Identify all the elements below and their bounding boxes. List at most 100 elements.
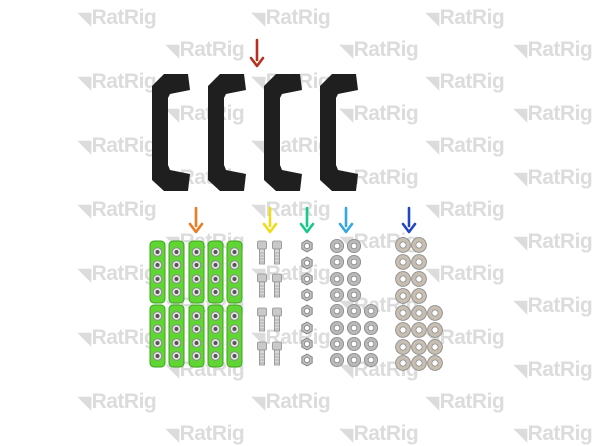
- watermark-mark-icon: ◥: [426, 137, 439, 156]
- watermark-logo: ◥RatRig: [166, 422, 245, 446]
- down-arrow-icon: [249, 38, 265, 68]
- watermark-logo: ◥RatRig: [426, 262, 505, 286]
- green-plate-icon: [149, 304, 166, 368]
- washer-icon: [363, 336, 379, 352]
- watermark-text: RatRig: [91, 390, 157, 413]
- watermark-text: RatRig: [527, 102, 592, 125]
- watermark-mark-icon: ◥: [78, 137, 91, 156]
- watermark-logo: ◥RatRig: [340, 38, 419, 62]
- large-washer-icon: [395, 305, 411, 321]
- large-washer-icon: [395, 339, 411, 355]
- large-washer-icon: [427, 305, 443, 321]
- watermark-logo: ◥RatRig: [252, 134, 331, 158]
- watermark-text: RatRig: [439, 70, 505, 93]
- bolt-icon: [272, 341, 282, 366]
- washer-icon: [363, 320, 379, 336]
- c-bracket-icon: [208, 74, 246, 191]
- watermark-text: RatRig: [91, 198, 157, 221]
- bolt-icon: [257, 341, 267, 366]
- down-arrow-icon: [262, 206, 278, 234]
- watermark-mark-icon: ◥: [340, 105, 353, 124]
- large-washer-icon: [411, 339, 427, 355]
- watermark-mark-icon: ◥: [78, 329, 91, 348]
- green-plate-icon: [168, 304, 185, 368]
- watermark-logo: ◥RatRig: [78, 390, 157, 414]
- watermark-logo: ◥RatRig: [252, 6, 331, 30]
- watermark-text: RatRig: [91, 326, 157, 349]
- watermark-text: RatRig: [439, 198, 505, 221]
- watermark-text: RatRig: [179, 38, 245, 61]
- washer-icon: [329, 303, 345, 319]
- large-washer-icon: [427, 355, 443, 371]
- watermark-mark-icon: ◥: [514, 233, 527, 252]
- watermark-logo: ◥RatRig: [514, 358, 592, 382]
- washer-icon: [346, 254, 362, 270]
- large-washer-icon: [395, 237, 411, 253]
- down-arrow-icon: [299, 206, 315, 234]
- down-arrow-icon: [401, 206, 417, 234]
- watermark-text: RatRig: [353, 102, 419, 125]
- large-washer-icon: [427, 322, 443, 338]
- bolt-icon: [272, 273, 282, 298]
- watermark-mark-icon: ◥: [514, 297, 527, 316]
- watermark-text: RatRig: [527, 294, 592, 317]
- watermark-mark-icon: ◥: [78, 265, 91, 284]
- watermark-mark-icon: ◥: [78, 73, 91, 92]
- watermark-text: RatRig: [439, 262, 505, 285]
- watermark-text: RatRig: [439, 326, 505, 349]
- bolt-icon: [272, 240, 282, 265]
- watermark-logo: ◥RatRig: [514, 38, 592, 62]
- watermark-mark-icon: ◥: [426, 393, 439, 412]
- watermark-mark-icon: ◥: [426, 73, 439, 92]
- watermark-mark-icon: ◥: [426, 9, 439, 28]
- hex-nut-icon: [301, 353, 313, 367]
- watermark-text: RatRig: [265, 134, 331, 157]
- watermark-logo: ◥RatRig: [78, 6, 157, 30]
- large-washer-icon: [411, 271, 427, 287]
- large-washer-icon: [395, 355, 411, 371]
- washer-icon: [329, 254, 345, 270]
- watermark-mark-icon: ◥: [340, 361, 353, 380]
- c-bracket-icon: [320, 74, 358, 191]
- watermark-text: RatRig: [91, 134, 157, 157]
- watermark-mark-icon: ◥: [340, 425, 353, 444]
- watermark-text: RatRig: [527, 230, 592, 253]
- green-plate-icon: [207, 240, 224, 304]
- watermark-mark-icon: ◥: [252, 201, 265, 220]
- large-washer-icon: [427, 339, 443, 355]
- washer-icon: [329, 238, 345, 254]
- watermark-text: RatRig: [265, 6, 331, 29]
- washer-icon: [329, 287, 345, 303]
- large-washer-icon: [411, 237, 427, 253]
- watermark-logo: ◥RatRig: [514, 102, 592, 126]
- watermark-text: RatRig: [527, 166, 592, 189]
- watermark-logo: ◥RatRig: [340, 422, 419, 446]
- watermark-mark-icon: ◥: [514, 105, 527, 124]
- hex-nut-icon: [301, 288, 313, 302]
- bolt-icon: [257, 273, 267, 298]
- watermark-logo: ◥RatRig: [78, 70, 157, 94]
- watermark-text: RatRig: [91, 6, 157, 29]
- watermark-logo: ◥RatRig: [426, 390, 505, 414]
- watermark-logo: ◥RatRig: [514, 422, 592, 446]
- large-washer-icon: [411, 254, 427, 270]
- watermark-text: RatRig: [179, 422, 245, 445]
- watermark-text: RatRig: [353, 422, 419, 445]
- watermark-mark-icon: ◥: [252, 137, 265, 156]
- bolt-icon: [257, 240, 267, 265]
- washer-icon: [329, 271, 345, 287]
- watermark-text: RatRig: [265, 390, 331, 413]
- watermark-text: RatRig: [353, 38, 419, 61]
- watermark-mark-icon: ◥: [252, 73, 265, 92]
- watermark-logo: ◥RatRig: [340, 102, 419, 126]
- large-washer-icon: [411, 288, 427, 304]
- washer-icon: [329, 320, 345, 336]
- large-washer-icon: [411, 355, 427, 371]
- watermark-mark-icon: ◥: [514, 425, 527, 444]
- hex-nut-icon: [301, 256, 313, 270]
- washer-icon: [363, 303, 379, 319]
- c-bracket-icon: [264, 74, 302, 191]
- watermark-text: RatRig: [527, 422, 592, 445]
- watermark-logo: ◥RatRig: [166, 38, 245, 62]
- green-plate-icon: [188, 304, 205, 368]
